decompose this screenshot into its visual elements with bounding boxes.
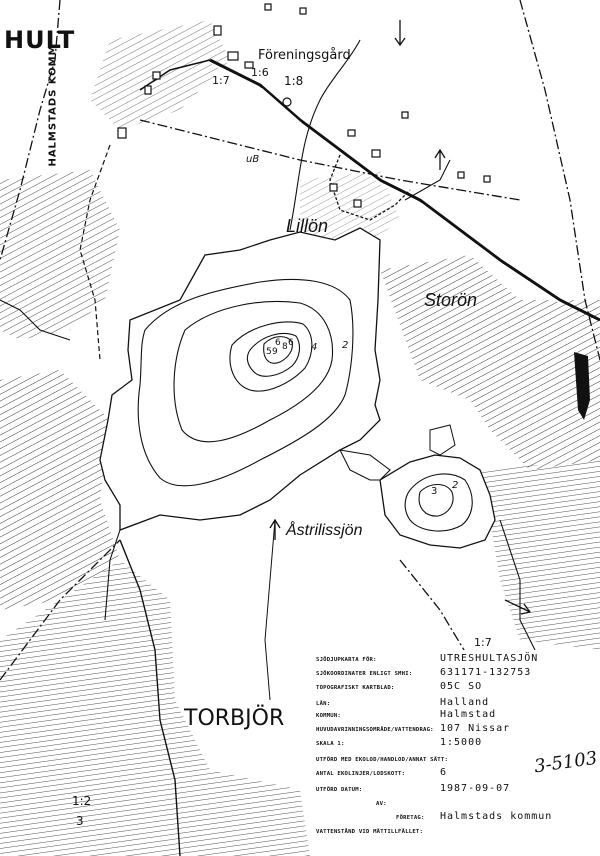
benchmark-symbol xyxy=(282,97,292,107)
title-row-value: 1987-09-07 xyxy=(440,783,511,794)
title-row-label: Kommun: xyxy=(316,713,341,719)
place-name-foreningsgard: Föreningsgård xyxy=(258,48,351,63)
place-name-kommun: HALMSTADS KOMM xyxy=(47,44,59,167)
title-row-label: Skala 1: xyxy=(316,741,345,747)
title-row: Topografiskt kartblad: 05C SO xyxy=(316,681,592,696)
place-name-torbjor: TORBJÖR xyxy=(184,706,285,731)
title-row-value: 1:5000 xyxy=(440,737,483,748)
title-row-label: Huvudavrinningsområde/vattendrag: xyxy=(316,727,434,733)
title-row-label: Utförd datum: xyxy=(316,787,363,793)
place-name-lillon: Lillön xyxy=(286,216,329,236)
title-row-label: Antal ekolinjer/lodskott: xyxy=(316,771,406,777)
title-block: Sjödjupkarta för: UTRESHULTASJÖN Sjökoor… xyxy=(312,650,598,846)
title-row-value: 6 xyxy=(440,767,448,778)
title-row-label: Sjödjupkarta för: xyxy=(316,657,377,663)
title-row-label: Företag: xyxy=(396,815,425,821)
title-row: Sjödjupkarta för: UTRESHULTASJÖN xyxy=(316,653,592,668)
label-ub: uB xyxy=(246,154,260,165)
title-row: Skala 1: 1:5000 xyxy=(316,737,592,752)
title-row: Utförd med ekolod/handlod/annat sätt: xyxy=(316,754,592,768)
title-row: Antal ekolinjer/lodskott: 6 xyxy=(316,767,592,782)
title-row: Företag: Halmstads kommun xyxy=(316,811,592,826)
depth-label: 6 xyxy=(288,338,294,348)
label-scale-16: 1:6 xyxy=(251,66,269,79)
title-row-value: 631171-132753 xyxy=(440,667,532,678)
title-row-label: Topografiskt kartblad: xyxy=(316,685,395,691)
title-row: av: xyxy=(316,798,592,812)
title-row-value: 05C SO xyxy=(440,681,483,692)
depth-label: 3 xyxy=(431,486,438,497)
title-row-label: av: xyxy=(376,801,387,807)
title-row-label: Vattenstånd vid mättillfället: xyxy=(316,829,424,835)
depth-label: 4 xyxy=(311,342,318,353)
label-scale-12: 1:2 xyxy=(72,794,92,808)
buildings xyxy=(117,3,491,208)
title-row-label: Sjökoordinater enligt SMHI: xyxy=(316,671,413,677)
title-row-value: Halland xyxy=(440,697,490,708)
depth-label: 9 xyxy=(272,347,278,357)
title-row-value: UTRESHULTASJÖN xyxy=(440,653,539,664)
label-scale-17: 1:7 xyxy=(212,74,230,87)
place-name-hult: HULT xyxy=(4,26,76,54)
place-name-astrilissjon: Åstrilissjön xyxy=(286,522,363,539)
title-row-value: Halmstad xyxy=(440,709,497,720)
flow-arrows xyxy=(269,20,532,615)
title-row-label: Län: xyxy=(316,701,331,707)
lake-shorelines xyxy=(99,227,496,549)
title-row-value: 107 Nissar xyxy=(440,723,511,734)
title-row: Huvudavrinningsområde/vattendrag: 107 Ni… xyxy=(316,723,592,738)
place-name-storon: Storön xyxy=(424,290,478,310)
title-row: Kommun: Halmstad xyxy=(316,709,592,724)
title-row: Utförd datum: 1987-09-07 xyxy=(316,783,592,798)
title-row-label: Utförd med ekolod/handlod/annat sätt: xyxy=(316,757,449,763)
depth-contours xyxy=(137,278,473,532)
label-scale-3: 3 xyxy=(76,814,84,828)
title-row: Sjökoordinater enligt SMHI: 631171-13275… xyxy=(316,667,592,682)
small-lake-shore xyxy=(379,454,496,549)
depth-label: 8 xyxy=(282,342,288,352)
streams xyxy=(0,39,541,661)
depth-label: 5 xyxy=(266,347,272,357)
depth-label: 2 xyxy=(342,340,349,351)
label-17-right: 1:7 xyxy=(474,636,492,649)
label-scale-18: 1:8 xyxy=(284,74,304,88)
scan-artifact xyxy=(574,352,590,420)
depth-label: 2 xyxy=(452,480,459,491)
title-row: Vattenstånd vid mättillfället: xyxy=(316,826,592,840)
title-row-value: Halmstads kommun xyxy=(440,811,553,822)
depth-label: 6 xyxy=(275,338,281,348)
title-row: Län: Halland xyxy=(316,697,592,712)
main-lake-shore xyxy=(99,227,381,531)
